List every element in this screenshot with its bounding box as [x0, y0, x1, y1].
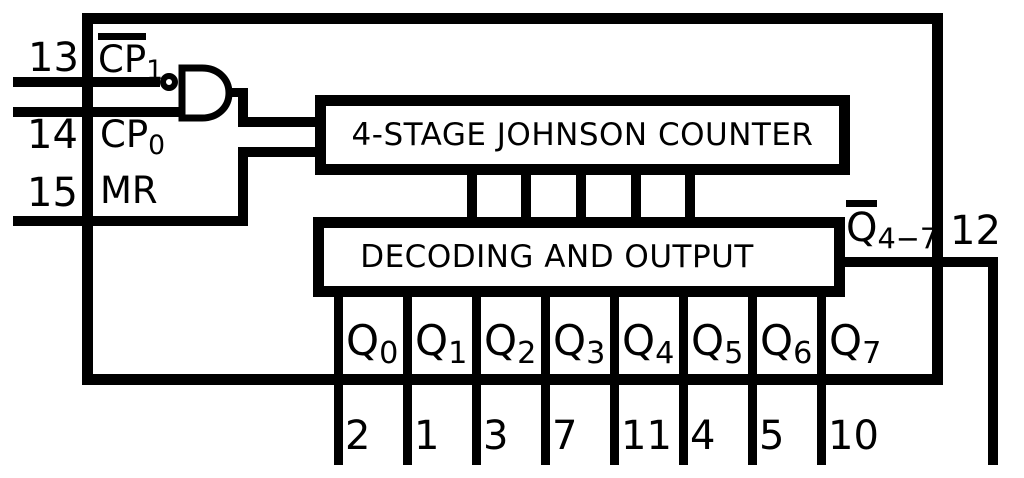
- overline-bar: Q: [846, 200, 878, 248]
- wire-q2: [472, 292, 481, 465]
- wire-cp1: [13, 77, 160, 87]
- pin-number-q7: 10: [828, 413, 879, 459]
- decoding-output-block: DECODING AND OUTPUT: [313, 217, 845, 297]
- decoding-output-label: DECODING AND OUTPUT: [360, 239, 754, 275]
- pin-number-q4: 11: [621, 413, 672, 459]
- counter-decoder-link: [685, 170, 695, 222]
- wire-q1: [403, 292, 412, 465]
- wire-q47-v: [988, 257, 998, 465]
- output-label-q6: Q6: [760, 316, 813, 371]
- inverter-bubble-icon: [160, 73, 178, 91]
- pin-number-q6: 5: [759, 413, 785, 459]
- pin-number-12: 12: [950, 208, 1001, 254]
- output-label-q5: Q5: [691, 316, 744, 371]
- and-gate-body: [178, 64, 233, 122]
- signal-label-cp1: CP1: [98, 33, 163, 85]
- wire-mr-v: [238, 147, 248, 226]
- wire-cp0: [13, 107, 179, 117]
- output-label-q1: Q1: [415, 316, 468, 371]
- counter-decoder-link: [631, 170, 641, 222]
- overline-bar: CP: [98, 33, 147, 78]
- wire-q5: [679, 292, 688, 465]
- counter-decoder-link: [576, 170, 586, 222]
- wire-q0: [334, 292, 343, 465]
- wire-q7: [817, 292, 826, 465]
- output-label-q7: Q7: [829, 316, 882, 371]
- ic-boundary: [82, 13, 943, 385]
- output-label-q0: Q0: [346, 316, 399, 371]
- wire-q6: [748, 292, 757, 465]
- johnson-counter-block: 4-STAGE JOHNSON COUNTER: [315, 95, 850, 175]
- wire-gate-out-v: [238, 88, 248, 127]
- wire-mr: [13, 216, 248, 226]
- signal-label-cp0: CP0: [100, 113, 166, 161]
- pin-number-q5: 4: [690, 413, 716, 459]
- output-label-q4: Q4: [622, 316, 675, 371]
- pin-number-q3: 7: [552, 413, 578, 459]
- signal-label-mr: MR: [100, 169, 158, 212]
- pin-number-q0: 2: [345, 413, 371, 459]
- pin-number-13: 13: [28, 35, 79, 81]
- pin-number-15: 15: [27, 170, 78, 216]
- output-label-q47: Q4−7: [846, 200, 938, 253]
- wire-mr-in: [238, 147, 320, 157]
- pin-number-14: 14: [27, 112, 78, 158]
- pin-number-q2: 3: [483, 413, 509, 459]
- counter-decoder-link: [467, 170, 477, 222]
- wire-q47-h: [838, 257, 998, 267]
- wire-q4: [610, 292, 619, 465]
- wire-clock-in: [238, 117, 320, 127]
- output-label-q2: Q2: [484, 316, 537, 371]
- johnson-counter-label: 4-STAGE JOHNSON COUNTER: [351, 117, 814, 153]
- counter-decoder-link: [521, 170, 531, 222]
- pin-number-q1: 1: [414, 413, 440, 459]
- output-label-q3: Q3: [553, 316, 606, 371]
- wire-q3: [541, 292, 550, 465]
